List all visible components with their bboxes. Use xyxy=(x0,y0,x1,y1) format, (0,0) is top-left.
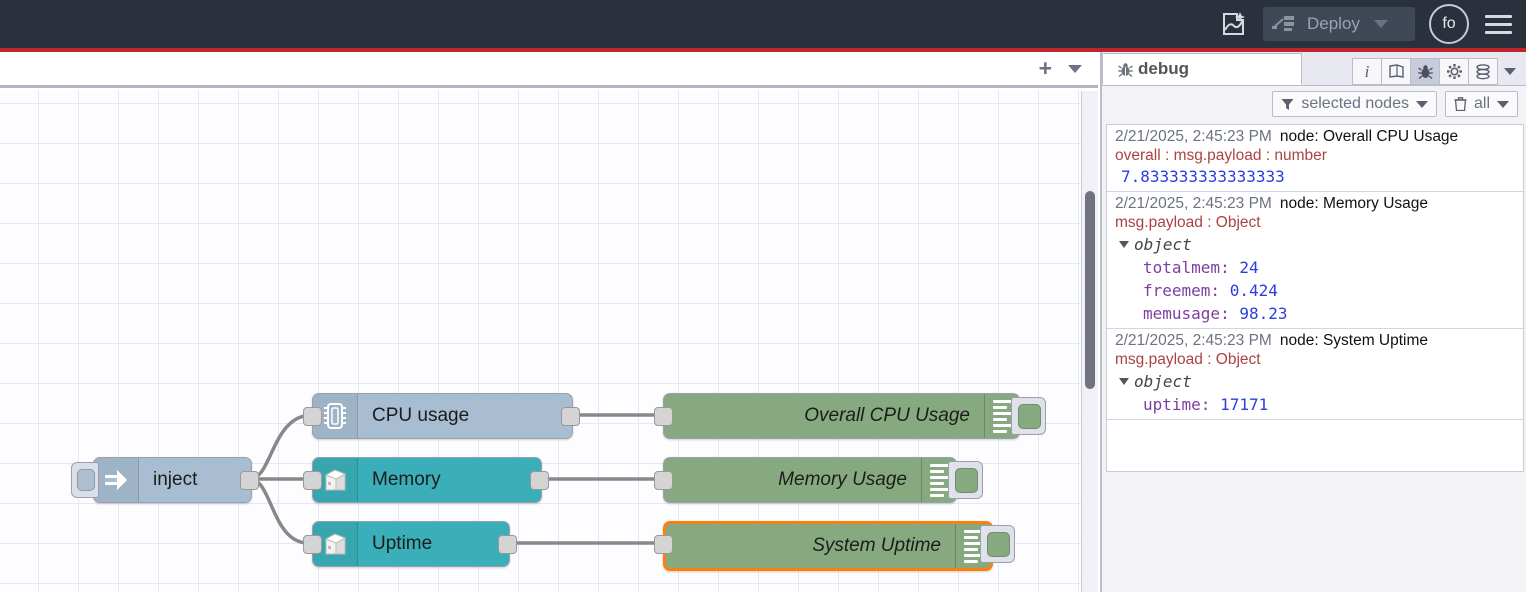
property-key: uptime: xyxy=(1143,395,1211,414)
filter-selected-nodes-button[interactable]: selected nodes xyxy=(1272,91,1437,117)
node-cpu-usage-label: CPU usage xyxy=(372,405,470,426)
inject-trigger-button[interactable] xyxy=(71,462,99,498)
debug-message[interactable]: 2/21/2025, 2:45:23 PM node: Overall CPU U… xyxy=(1107,125,1523,192)
debug-lines-icon xyxy=(955,524,990,568)
node-cpu-usage-output-port[interactable] xyxy=(561,407,580,426)
debug-message-time: 2/21/2025, 2:45:23 PM xyxy=(1115,128,1272,145)
chevron-down-icon[interactable] xyxy=(1497,100,1509,108)
debug-object-property: totalmem: 24 xyxy=(1115,258,1523,277)
bug-icon xyxy=(1118,62,1133,77)
gear-icon[interactable] xyxy=(1439,58,1469,85)
debug-message-time: 2/21/2025, 2:45:23 PM xyxy=(1115,195,1272,212)
property-key: freemem: xyxy=(1143,281,1221,300)
node-debug-overall-cpu-usage-label: Overall CPU Usage xyxy=(804,405,970,426)
node-inject-label: inject xyxy=(153,469,198,490)
property-key: totalmem: xyxy=(1143,258,1230,277)
inject-arrow-icon xyxy=(94,458,139,502)
sidebar-tabrow: debug i xyxy=(1102,52,1526,86)
chevron-down-icon[interactable] xyxy=(1415,100,1428,108)
book-icon[interactable] xyxy=(1381,58,1411,85)
funnel-icon xyxy=(1281,98,1294,110)
debug-message-head: 2/21/2025, 2:45:23 PM node: Memory Usage xyxy=(1115,195,1523,213)
debug-message-list[interactable]: 2/21/2025, 2:45:23 PM node: Overall CPU U… xyxy=(1106,124,1524,472)
avatar-label: fo xyxy=(1442,15,1456,32)
sidebar-tools-menu-icon[interactable] xyxy=(1498,68,1522,75)
debug-message-node: node: System Uptime xyxy=(1279,332,1429,349)
app-header: Deploy fo xyxy=(0,0,1526,48)
debug-message-node: node: Memory Usage xyxy=(1279,195,1429,212)
node-debug-memory-usage-label: Memory Usage xyxy=(778,469,907,490)
debug-message[interactable]: 2/21/2025, 2:45:23 PM node: System Uptime… xyxy=(1107,329,1523,420)
chevron-down-icon[interactable] xyxy=(1373,20,1388,28)
flow-ai-icon[interactable] xyxy=(1215,5,1253,43)
debug-object-toggle[interactable]: object xyxy=(1115,372,1523,391)
flow-wires xyxy=(248,413,665,545)
bug-icon[interactable] xyxy=(1410,58,1440,85)
node-inject-output-port[interactable] xyxy=(240,471,259,490)
debug-message-value: 7.833333333333333 xyxy=(1121,167,1285,186)
header-accent-bar xyxy=(0,48,1526,52)
node-debug-system-uptime-label: System Uptime xyxy=(812,535,941,556)
layers-icon[interactable] xyxy=(1468,58,1498,85)
property-key: memusage: xyxy=(1143,304,1230,323)
node-uptime-label: Uptime xyxy=(372,533,433,554)
node-debug-memory-usage-toggle[interactable] xyxy=(948,461,983,499)
clear-messages-button[interactable]: all xyxy=(1444,91,1518,117)
hamburger-icon[interactable] xyxy=(1485,14,1512,34)
flow-tabbar: + xyxy=(0,52,1098,88)
debug-message-topic: msg.payload : Object xyxy=(1115,351,1261,368)
add-flow-button[interactable]: + xyxy=(1038,55,1052,81)
deploy-button[interactable]: Deploy xyxy=(1263,7,1415,41)
debug-lines-icon xyxy=(921,458,956,502)
canvas-scrollbar-thumb[interactable] xyxy=(1085,191,1095,389)
node-memory-label: Memory xyxy=(372,469,441,490)
debug-message-topic: msg.payload : Object xyxy=(1115,214,1261,231)
deploy-label: Deploy xyxy=(1307,14,1360,33)
debug-object-property: freemem: 0.424 xyxy=(1115,281,1523,300)
property-value: 98.23 xyxy=(1239,304,1288,323)
debug-message-node: node: Overall CPU Usage xyxy=(1279,128,1459,145)
debug-filter-row: selected nodes all xyxy=(1102,86,1526,122)
node-memory-output-port[interactable] xyxy=(530,471,549,490)
flow-workspace: + xyxy=(0,52,1098,592)
debug-lines-icon xyxy=(984,394,1019,438)
deploy-icon xyxy=(1272,16,1294,31)
node-memory-input-port[interactable] xyxy=(303,471,322,490)
node-uptime-input-port[interactable] xyxy=(303,535,322,554)
tab-debug[interactable]: debug xyxy=(1102,53,1302,85)
debug-object-toggle[interactable]: object xyxy=(1115,235,1523,254)
debug-message-head: 2/21/2025, 2:45:23 PM node: Overall CPU U… xyxy=(1115,128,1523,146)
debug-message-time: 2/21/2025, 2:45:23 PM xyxy=(1115,332,1272,349)
filter-selected-nodes-label: selected nodes xyxy=(1301,95,1409,112)
property-value: 0.424 xyxy=(1229,281,1278,300)
triangle-down-icon xyxy=(1119,378,1129,385)
node-debug-overall-cpu-usage-input-port[interactable] xyxy=(654,407,673,426)
debug-object-property: uptime: 17171 xyxy=(1115,395,1523,414)
debug-sidebar: debug i xyxy=(1100,52,1526,592)
flow-canvas[interactable]: inject xyxy=(0,91,1098,592)
node-debug-memory-usage-input-port[interactable] xyxy=(654,471,673,490)
tab-debug-label: debug xyxy=(1138,59,1189,78)
node-debug-overall-cpu-usage-toggle[interactable] xyxy=(1011,397,1046,435)
debug-object-label: object xyxy=(1134,235,1192,254)
canvas-scrollbar[interactable] xyxy=(1081,91,1098,592)
property-value: 24 xyxy=(1239,258,1259,277)
clear-messages-label: all xyxy=(1473,95,1490,112)
debug-message-topic: overall : msg.payload : number xyxy=(1115,147,1327,164)
sidebar-tools: i xyxy=(1352,58,1526,85)
node-debug-system-uptime-toggle[interactable] xyxy=(980,525,1015,563)
debug-message-head: 2/21/2025, 2:45:23 PM node: System Uptime xyxy=(1115,332,1523,350)
debug-object-property: memusage: 98.23 xyxy=(1115,304,1523,323)
info-icon[interactable]: i xyxy=(1352,58,1382,85)
node-debug-system-uptime-input-port[interactable] xyxy=(654,535,673,554)
debug-object-label: object xyxy=(1134,372,1192,391)
property-value: 17171 xyxy=(1220,395,1269,414)
node-cpu-usage-input-port[interactable] xyxy=(303,407,322,426)
trash-icon xyxy=(1454,97,1467,111)
node-uptime-output-port[interactable] xyxy=(498,535,517,554)
avatar[interactable]: fo xyxy=(1429,4,1469,44)
flow-menu-button[interactable] xyxy=(1066,60,1098,78)
triangle-down-icon xyxy=(1119,241,1129,248)
